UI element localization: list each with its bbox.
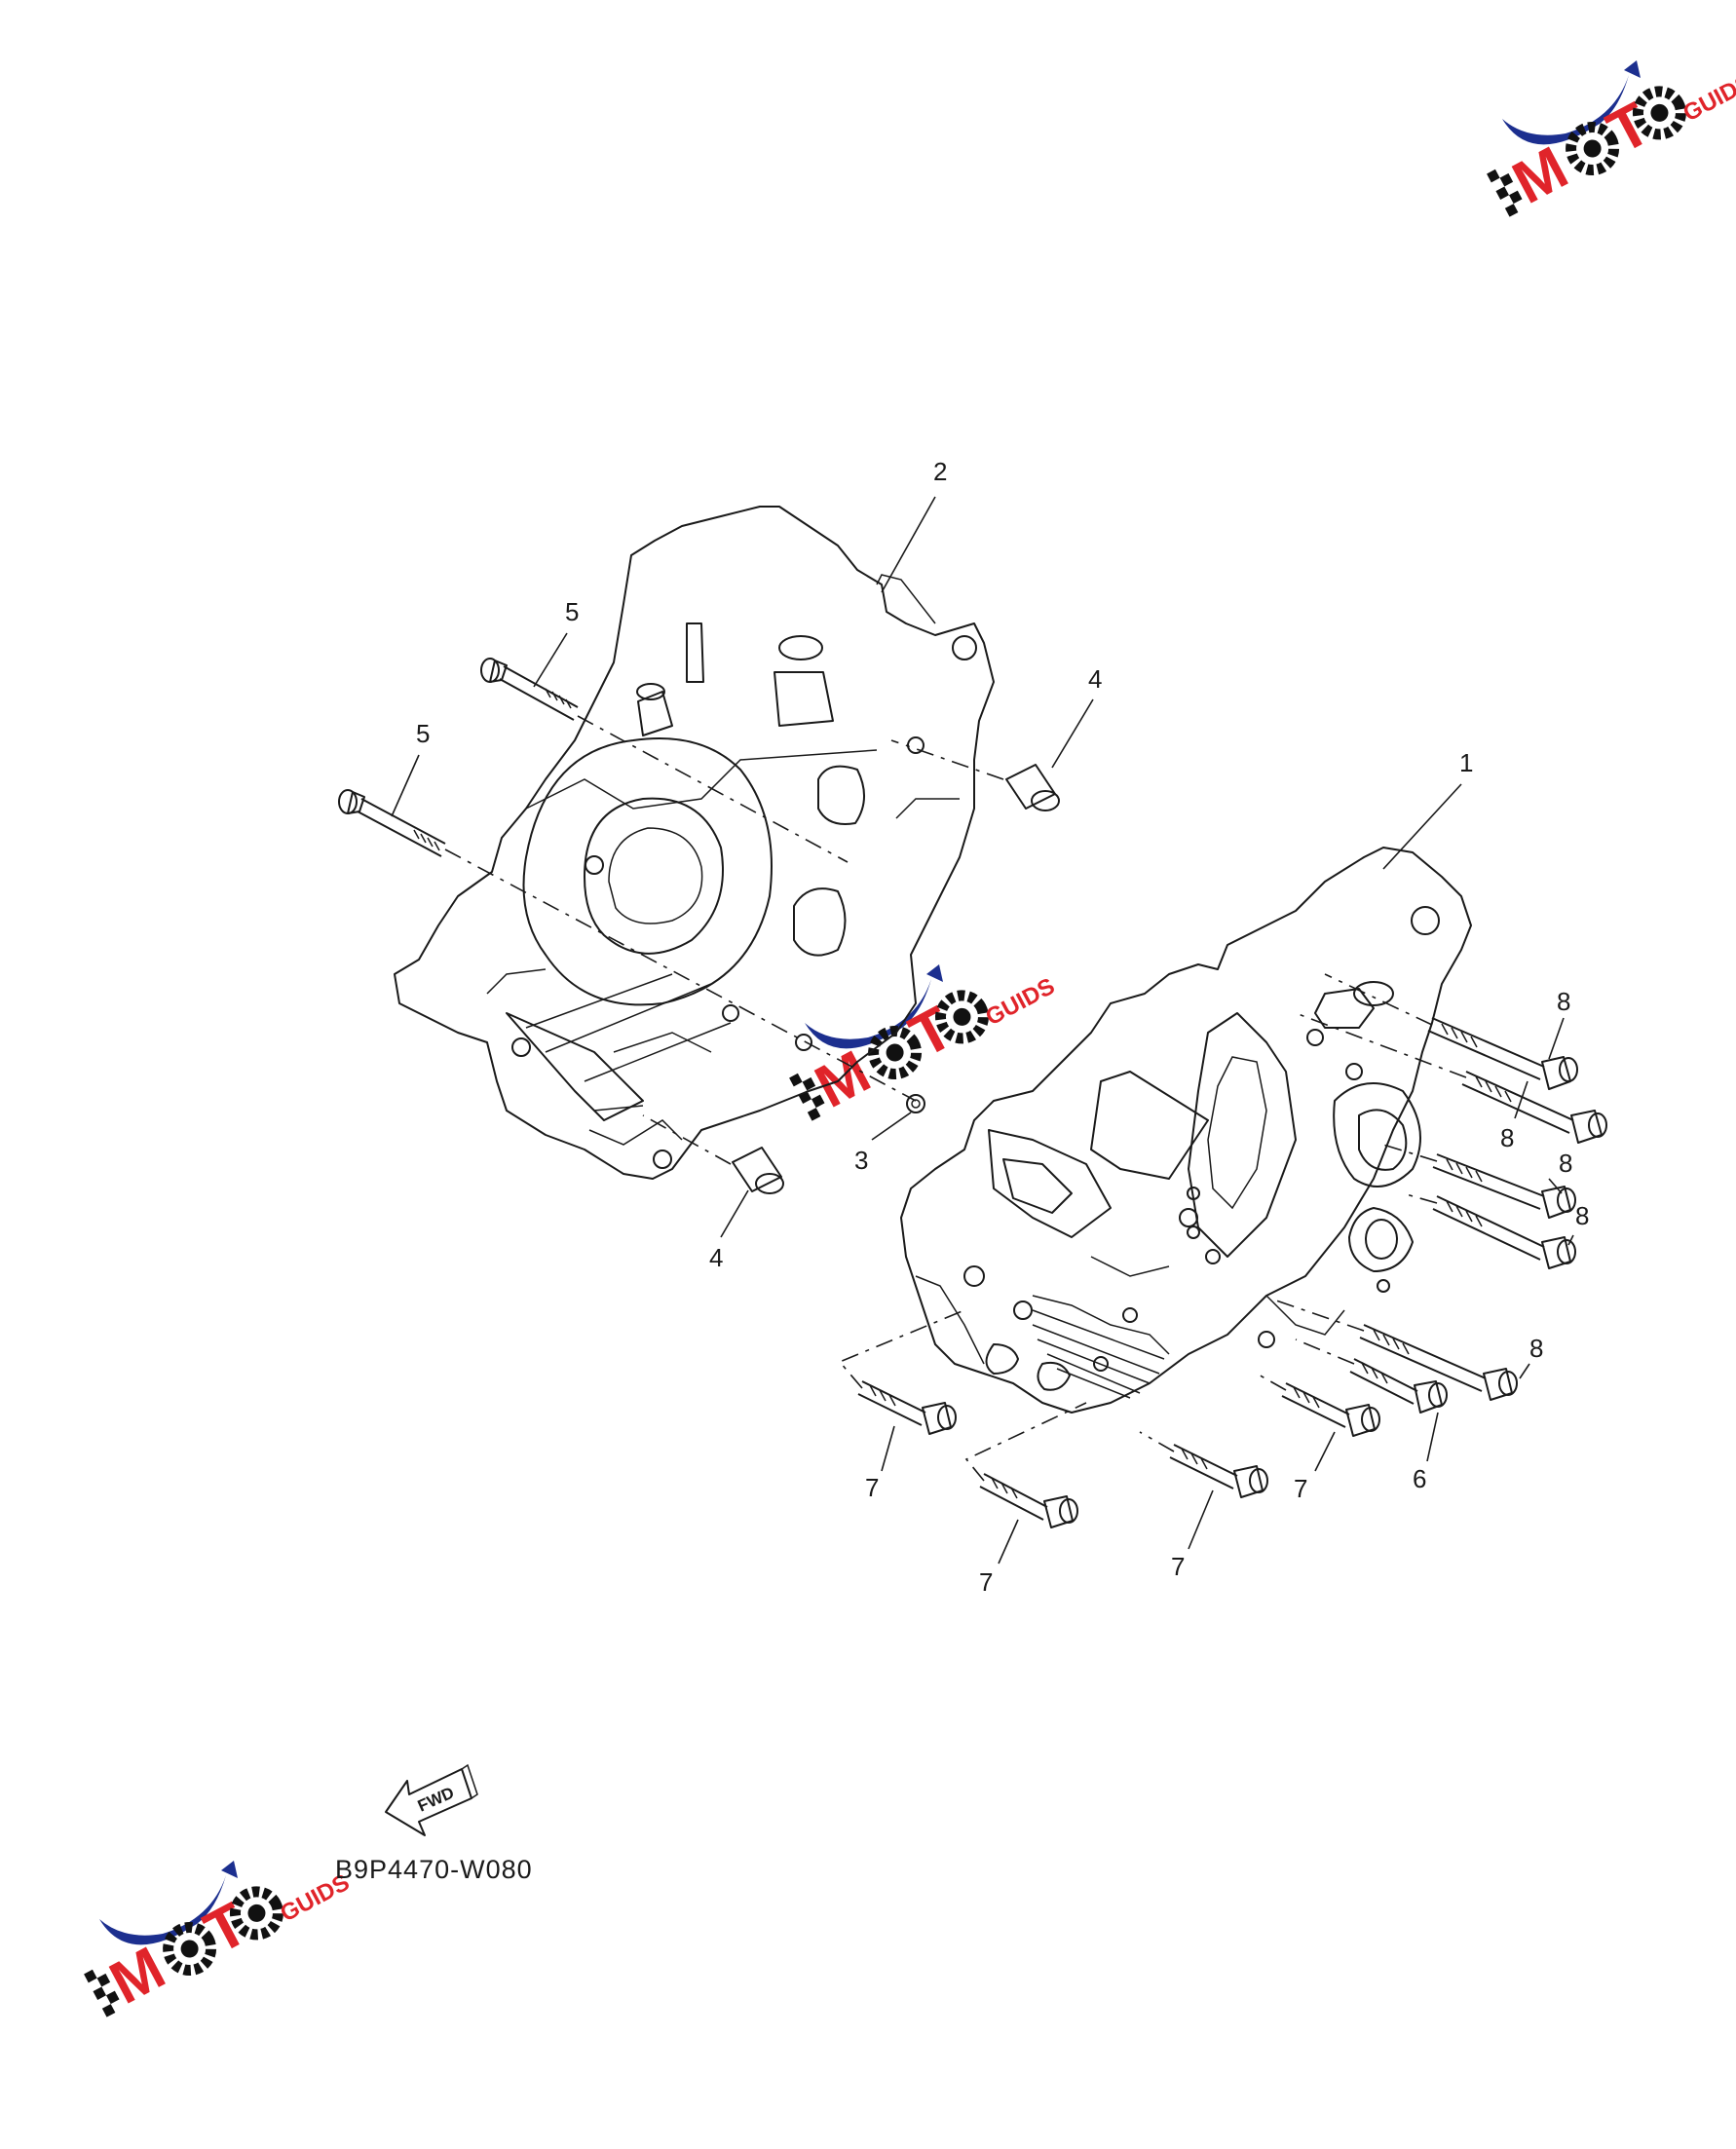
crankcase-right-part-1: [900, 847, 1472, 1414]
bolt-part-8-e: [1359, 1324, 1518, 1401]
drawing-code: B9P4470-W080: [335, 1855, 533, 1884]
dowel-part-4-lower: [732, 1147, 784, 1194]
callout-7-b: 7: [1171, 1552, 1185, 1581]
callout-1: 1: [1459, 748, 1473, 777]
bolt-part-7-c: [1169, 1444, 1268, 1498]
leader-lines: [391, 496, 1574, 1565]
bolt-part-5-upper: [480, 658, 579, 721]
crankcase-left-part-2: [394, 506, 995, 1180]
logo-bottom-left: [81, 1838, 357, 2027]
bolt-part-6: [1349, 1358, 1448, 1414]
callout-7-c: 7: [979, 1567, 993, 1597]
bolt-part-7-b: [979, 1473, 1078, 1528]
bolt-part-5-lower: [338, 789, 446, 857]
callout-7-d: 7: [865, 1473, 879, 1502]
dowel-part-4-upper: [1005, 764, 1060, 811]
fitting-part-3: [906, 1094, 925, 1113]
callout-8-b: 8: [1500, 1123, 1514, 1152]
callout-8-d: 8: [1575, 1201, 1589, 1230]
bolt-part-8-b: [1461, 1071, 1607, 1144]
callout-labels: 2 1 5 5 4 4 3 8 8 8 8 8 6 7 7 7 7: [416, 457, 1589, 1597]
callout-8-e: 8: [1529, 1334, 1543, 1363]
callout-8-c: 8: [1559, 1149, 1572, 1178]
fwd-arrow: FWD: [385, 1763, 478, 1836]
bolt-part-8-d: [1432, 1195, 1576, 1269]
bolt-part-8-c: [1432, 1153, 1576, 1219]
logo-top-right: [1484, 38, 1736, 227]
bolt-part-7-d: [1281, 1382, 1380, 1437]
callout-5-upper: 5: [565, 597, 579, 626]
bolt-part-8-a: [1427, 1017, 1578, 1090]
callout-3: 3: [854, 1146, 868, 1175]
callout-4-lower: 4: [709, 1243, 723, 1272]
callout-6: 6: [1413, 1464, 1426, 1493]
callout-8-a: 8: [1557, 987, 1570, 1016]
assembly-lines: [444, 715, 1467, 1482]
callout-5-lower: 5: [416, 719, 430, 748]
bolt-part-7-a: [857, 1380, 957, 1435]
callout-4-upper: 4: [1088, 664, 1102, 694]
callout-2: 2: [933, 457, 947, 486]
callout-7-a: 7: [1294, 1474, 1307, 1503]
